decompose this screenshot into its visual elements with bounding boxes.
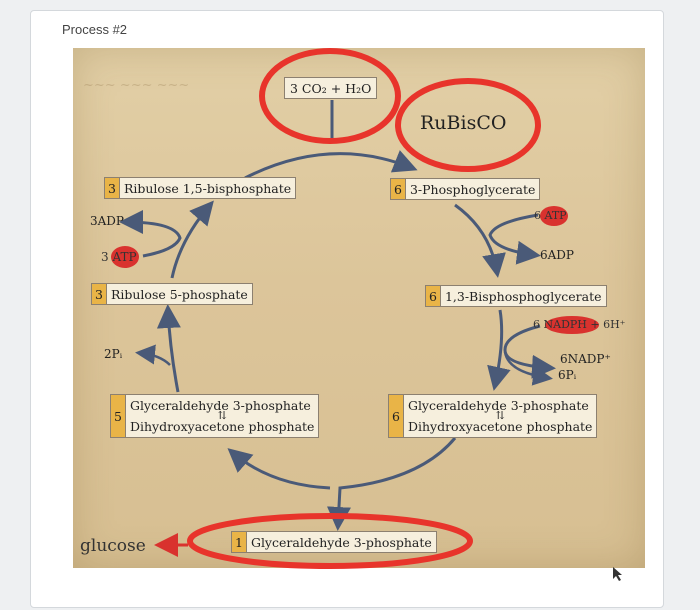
- bpg-name: 1,3-Bisphosphoglycerate: [444, 288, 602, 304]
- pi-release-arrow: [503, 351, 553, 386]
- nadph-to-nadp-arrow: [503, 324, 556, 379]
- g3p-left-line1: Glyceraldehyde 3-phosphate: [129, 397, 311, 413]
- cursor-icon: [613, 567, 622, 581]
- adp-right-label: 6ADP: [540, 248, 574, 262]
- pga-count: 6: [391, 179, 406, 199]
- co2-water-box: 3 CO₂ + H₂O: [284, 77, 378, 99]
- equilibrium-icon: ⇅: [217, 408, 227, 422]
- highlight-circle-output: [187, 513, 473, 569]
- atp-right-label: 6 ATP: [534, 209, 567, 222]
- carboxylation-arrow: [244, 150, 418, 180]
- pi-right-label: 6Pᵢ: [558, 368, 577, 382]
- atp-left-label: 3 ATP: [101, 250, 137, 264]
- pi-left-label: 2Pᵢ: [104, 347, 123, 361]
- co2-water-label: 3 CO₂ + H₂O: [290, 80, 372, 96]
- glucose-label: glucose: [80, 536, 146, 556]
- bpg-count: 6: [426, 286, 441, 306]
- g3p-left-box: 5 Glyceraldehyde 3-phosphate ⇅ Dihydroxy…: [110, 394, 320, 438]
- r5p-to-rubp-arrow: [170, 200, 214, 279]
- rubp-name: Ribulose 1,5-bisphosphate: [123, 180, 292, 196]
- g3p-right-count: 6: [389, 395, 404, 437]
- g3p-right-box: 6 Glyceraldehyde 3-phosphate ⇅ Dihydroxy…: [388, 394, 598, 438]
- page-title: Process #2: [62, 22, 128, 37]
- highlight-circle-rubisco: [395, 78, 541, 172]
- g3p-to-left-arrow: [227, 448, 331, 490]
- highlight-circle-co2: [259, 48, 401, 144]
- adp-left-label: 3ADP: [90, 214, 124, 228]
- output-name: Glyceraldehyde 3-phosphate: [250, 534, 432, 550]
- equilibrium-icon: ⇅: [495, 408, 505, 422]
- atp-left-marker: [111, 246, 139, 268]
- g3p-to-r5p-arrow: [156, 304, 181, 393]
- r5p-name: Ribulose 5-phosphate: [110, 286, 248, 302]
- output-g3p-box: 1 Glyceraldehyde 3-phosphate: [231, 531, 437, 553]
- atp-right-marker: [540, 206, 568, 226]
- atp-to-adp-left-arrow: [119, 210, 182, 258]
- r5p-count: 3: [92, 284, 107, 304]
- nadph-marker: [545, 316, 599, 334]
- g3p-right-line1: Glyceraldehyde 3-phosphate: [407, 397, 589, 413]
- pi-left-arrow: [135, 344, 171, 366]
- pga-to-bpg-arrow: [454, 203, 506, 278]
- output-count: 1: [232, 532, 247, 552]
- atp-to-adp-arrow: [488, 213, 541, 265]
- rubisco-label: RuBisCO: [420, 112, 507, 134]
- g3p-left-count: 5: [111, 395, 126, 437]
- r5p-box: 3 Ribulose 5-phosphate: [91, 283, 253, 305]
- bpg-box: 6 1,3-Bisphosphoglycerate: [425, 285, 607, 307]
- nadph-label: 6 NADPH + 6H⁺: [533, 318, 626, 331]
- g3p-left-line2: Dihydroxyacetone phosphate: [129, 418, 315, 434]
- g3p-to-output-arrow: [326, 437, 457, 531]
- bpg-to-g3p-arrow: [487, 309, 511, 391]
- rubp-count: 3: [105, 178, 120, 198]
- g3p-right-line2: Dihydroxyacetone phosphate: [407, 418, 593, 434]
- nadp-label: 6NADP⁺: [560, 352, 611, 366]
- pga-box: 6 3-Phosphoglycerate: [390, 178, 541, 200]
- rubp-box: 3 Ribulose 1,5-bisphosphate: [104, 177, 297, 199]
- pga-name: 3-Phosphoglycerate: [409, 181, 536, 197]
- background-texture: ~~~ ~~~ ~~~: [83, 78, 190, 93]
